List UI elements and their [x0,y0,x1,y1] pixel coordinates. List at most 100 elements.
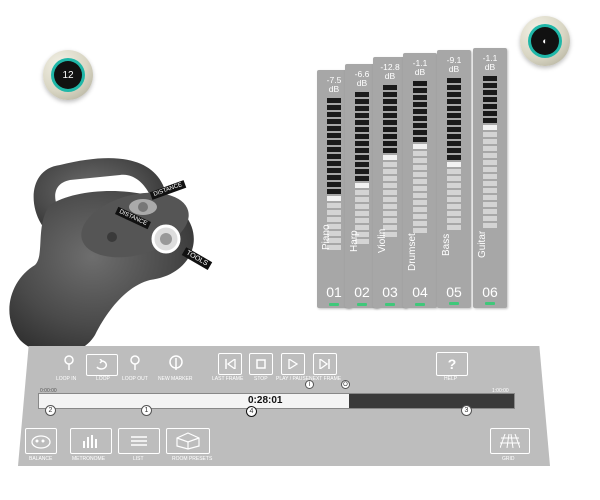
meter-segment [383,204,397,209]
meter-segment [355,162,369,167]
play-pause-button[interactable] [281,353,305,375]
new-marker-label: NEW MARKER [158,376,193,382]
next-frame-button[interactable] [313,353,337,375]
meter-segment [413,186,427,191]
loop-in-label: LOOP IN [56,376,77,382]
last-frame-button[interactable] [218,353,242,375]
meter-segment [355,148,369,153]
next-frame-label: NEXT FRAME [309,376,342,382]
meter-segment [327,98,341,103]
meter-segment [383,162,397,167]
orb-left-badge: 12 [54,61,82,89]
channel-led [385,303,395,306]
loop-in-marker[interactable]: I [305,380,314,389]
meter-segment [355,92,369,97]
new-marker-button[interactable] [167,354,185,372]
timeline-track[interactable] [38,393,515,409]
meter-segment [483,167,497,172]
stop-button[interactable] [249,353,273,375]
meter-segment [327,196,341,201]
meter-segment [413,200,427,205]
channel-led [329,303,339,306]
meter-segment [327,245,341,250]
list-icon [131,436,147,446]
help-button[interactable]: ? [436,352,468,376]
meter-segment [413,172,427,177]
meter-segment [483,181,497,186]
meter-segment [447,127,461,132]
meter-segment [483,90,497,95]
orb-right[interactable]: ◐ [520,16,570,66]
meter-segment [355,183,369,188]
meter-segment [355,232,369,237]
channel-number: 01 [326,284,342,300]
timeline-marker[interactable]: 2 [45,405,56,416]
meter-segment [383,169,397,174]
play-pause-label: PLAY / PAUSE [276,376,310,382]
loop-out-marker[interactable]: O [341,380,350,389]
meter-segment [413,116,427,121]
timeline-marker[interactable]: 4 [246,406,257,417]
meter-segment [413,102,427,107]
meter-segment [327,175,341,180]
timeline-marker[interactable]: 1 [141,405,152,416]
meter-segment [383,134,397,139]
timeline-marker[interactable]: 3 [461,405,472,416]
meter-segment [447,197,461,202]
meter-segment [483,153,497,158]
meter-segment [355,239,369,244]
orb-left[interactable]: 12 [43,50,93,100]
meter-segment [327,168,341,173]
loop-button[interactable] [86,354,118,376]
channel-number: 06 [482,284,498,300]
metronome-label: METRONOME [72,456,106,462]
meter-segment [327,189,341,194]
meter-segment [413,207,427,212]
meter-segment [483,202,497,207]
meter-segment [383,155,397,160]
meter-segment [327,133,341,138]
loop-in-button[interactable] [60,354,78,372]
meter-segment [355,204,369,209]
meter-segment [327,224,341,229]
balance-button[interactable] [25,428,57,454]
meter-segment [413,193,427,198]
list-button[interactable] [118,428,160,454]
meter-segment [413,165,427,170]
marker-icon [169,355,183,370]
meter-segment [383,176,397,181]
pin-icon [130,355,140,370]
meter-segment [383,211,397,216]
meter-segment [483,216,497,221]
meter-segment [327,112,341,117]
meter-segment [413,95,427,100]
meter-segment [447,225,461,230]
meter-segment [483,104,497,109]
meter-segment [327,182,341,187]
loop-out-button[interactable] [126,354,144,372]
meter-segment [383,106,397,111]
meter-segment [483,223,497,228]
stop-label: STOP [254,376,268,382]
skip-forward-icon [319,359,330,369]
channel-number: 03 [382,284,398,300]
meter-segment [355,134,369,139]
meter-segment [383,92,397,97]
loop-out-label: LOOP OUT [122,376,148,382]
grid-button[interactable] [490,428,530,454]
room-presets-button[interactable] [166,428,210,454]
skip-back-icon [225,359,236,369]
metronome-button[interactable] [70,428,112,454]
meter-segment [413,130,427,135]
meter-segment [355,169,369,174]
meter-segment [383,218,397,223]
meter-segment [355,127,369,132]
meter-segment [447,134,461,139]
